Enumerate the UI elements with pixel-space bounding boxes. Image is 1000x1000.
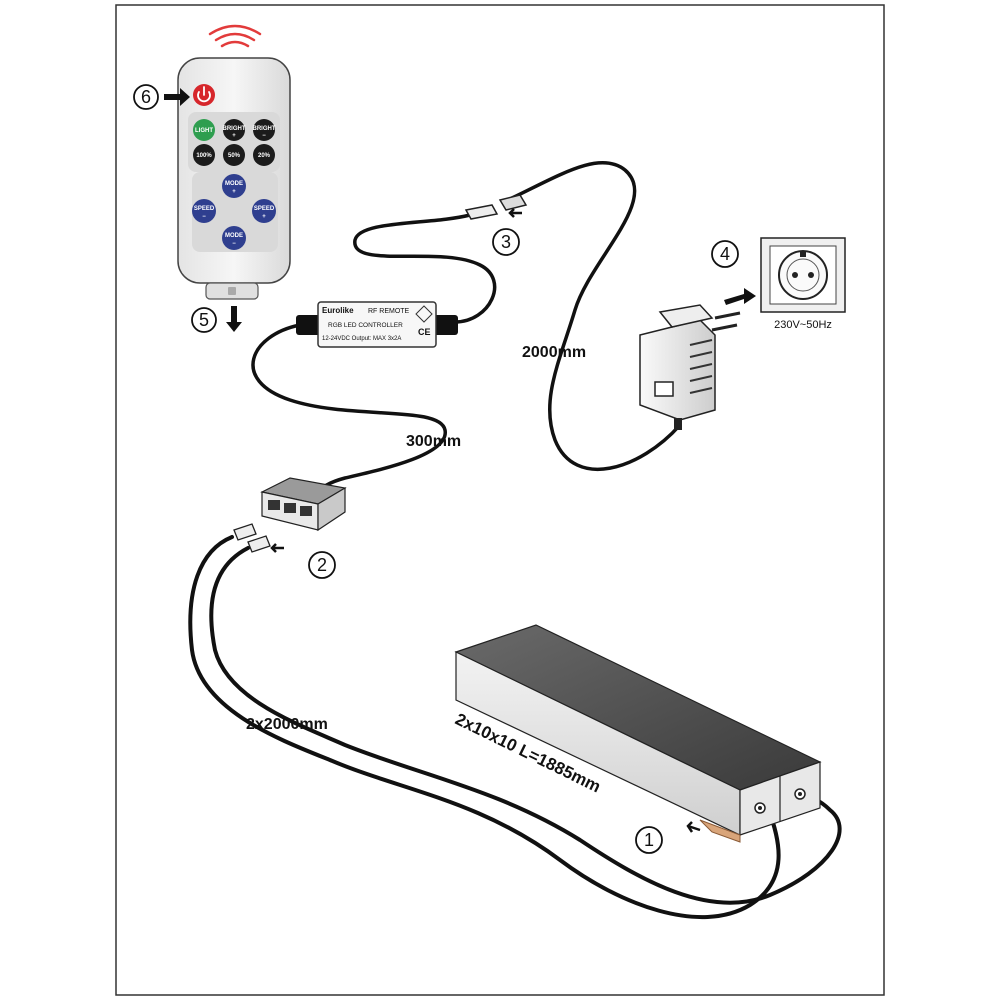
step-2-number: 2 (317, 555, 327, 575)
mode-up-label: MODE (225, 181, 243, 187)
light-button-label: LIGHT (195, 128, 213, 134)
pct50-button[interactable]: 50% (223, 144, 245, 166)
bright-up-button[interactable]: BRIGHT + (223, 119, 246, 141)
power-cable (510, 160, 682, 472)
arrow-icon (724, 288, 756, 305)
arrow-right-icon (164, 88, 190, 106)
pct100-label: 100% (196, 153, 212, 159)
arrow-icon (686, 821, 701, 833)
socket-voltage-label: 230V~50Hz (774, 319, 832, 331)
step-1: 1 (635, 826, 663, 854)
profile-cables-label: 2x2000mm (246, 716, 328, 733)
speed-left-button[interactable]: SPEED − (192, 199, 216, 223)
connector-2 (233, 523, 284, 553)
pct20-label: 20% (258, 153, 271, 159)
mode-up-button[interactable]: MODE + (222, 174, 246, 198)
profile-cable-b (209, 546, 842, 905)
bright-down-button[interactable]: BRIGHT − (253, 119, 276, 141)
controller-output-cable (251, 323, 447, 494)
profile-cable-a (188, 535, 781, 920)
plus-icon: + (232, 133, 236, 139)
power-adapter (639, 288, 756, 430)
step-5: 5 (191, 306, 242, 333)
arrow-down-icon (226, 306, 242, 332)
step-3-number: 3 (501, 232, 511, 252)
step-1-number: 1 (644, 830, 654, 850)
controller-input-cable (353, 213, 497, 324)
ce-mark: CE (418, 327, 431, 337)
mode-down-label: MODE (225, 233, 243, 239)
controller-line3: 12-24VDC Output: MAX 3x2A (322, 336, 401, 342)
controller-brand: Eurolike (322, 306, 354, 315)
power-icon (197, 91, 211, 103)
speed-left-label: SPEED (194, 206, 215, 212)
led-profile (454, 624, 822, 843)
plus-icon: + (232, 189, 236, 195)
step-6-number: 6 (141, 87, 151, 107)
plus-icon: + (262, 214, 266, 220)
arrow-icon (270, 543, 284, 553)
step-6: 6 (133, 84, 190, 110)
light-button[interactable]: LIGHT (193, 119, 215, 141)
arrow-icon (508, 208, 522, 218)
step-3: 3 (492, 228, 520, 256)
speed-right-button[interactable]: SPEED + (252, 199, 276, 223)
power-cable-label: 2000mm (522, 344, 586, 361)
minus-icon: − (262, 133, 266, 139)
step-4-number: 4 (720, 244, 730, 264)
controller-line2: RGB LED CONTROLLER (328, 322, 403, 329)
step-2: 2 (308, 551, 336, 579)
signal-icon (208, 24, 262, 48)
connector-3 (464, 194, 528, 220)
adhesive-tape (699, 819, 741, 843)
speed-right-label: SPEED (254, 206, 275, 212)
step-5-number: 5 (199, 310, 209, 330)
class-iii-icon (415, 305, 433, 323)
bright-down-label: BRIGHT (253, 126, 276, 132)
rf-remote: LIGHT BRIGHT + BRIGHT − 100% 50% 20% MOD… (177, 24, 291, 300)
controller-cable-label: 300mm (406, 433, 461, 450)
minus-icon: − (202, 214, 206, 220)
pct100-button[interactable]: 100% (193, 144, 215, 166)
rgb-controller: Eurolike RF REMOTE RGB LED CONTROLLER 12… (296, 301, 458, 348)
mode-down-button[interactable]: MODE − (222, 226, 246, 250)
step-4: 4 (711, 240, 739, 268)
wall-socket: 230V~50Hz (760, 237, 846, 331)
pct20-button[interactable]: 20% (253, 144, 275, 166)
power-button[interactable] (193, 84, 215, 106)
splitter-box (260, 477, 347, 532)
controller-line1: RF REMOTE (368, 308, 410, 315)
pct50-label: 50% (228, 153, 241, 159)
minus-icon: − (232, 241, 236, 247)
bright-up-label: BRIGHT (223, 126, 246, 132)
